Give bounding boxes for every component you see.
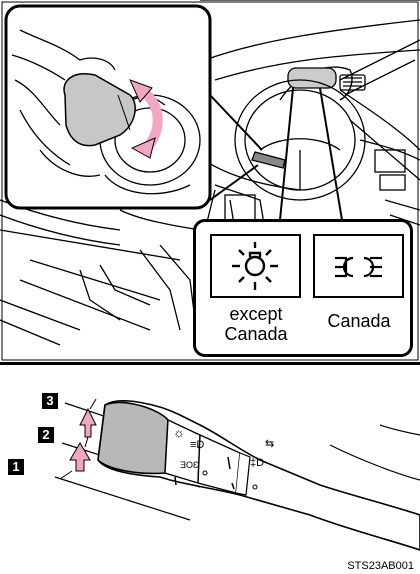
indicator-frame-right	[313, 234, 404, 298]
lever-tip	[98, 403, 168, 474]
step-arrows	[70, 409, 96, 471]
step-badge-2: 2	[38, 427, 54, 443]
svg-text:‡D: ‡D	[250, 457, 264, 469]
svg-text:⇆: ⇆	[265, 438, 274, 450]
step-badge-1: 1	[8, 459, 24, 475]
lever-illustration: ☼ ≡D ƎOƐ ‡D ⇆	[0, 365, 420, 574]
figure-code: STS23AB001	[347, 560, 414, 572]
svg-text:≡D: ≡D	[190, 439, 204, 451]
lever-illustration-panel: ☼ ≡D ƎOƐ ‡D ⇆ 3 2 1 STS23AB001	[0, 365, 420, 574]
indicator-frame-left	[210, 234, 301, 298]
instrument-cluster-highlight	[288, 68, 336, 88]
indicator-caption-left: except Canada	[204, 304, 308, 344]
svg-text:☼: ☼	[173, 425, 185, 440]
step-arrow-lower	[70, 443, 90, 471]
svg-text:ƎOƐ: ƎOƐ	[180, 460, 199, 470]
indicator-callout: except Canada Canada	[193, 219, 413, 357]
indicator-caption-right: Canada	[311, 311, 407, 331]
low-beam-lamp-icon	[212, 236, 299, 296]
step-badge-3: 3	[42, 393, 58, 409]
parking-lamp-icon	[315, 236, 402, 296]
dashboard-illustration-panel: except Canada Canada	[0, 0, 420, 362]
